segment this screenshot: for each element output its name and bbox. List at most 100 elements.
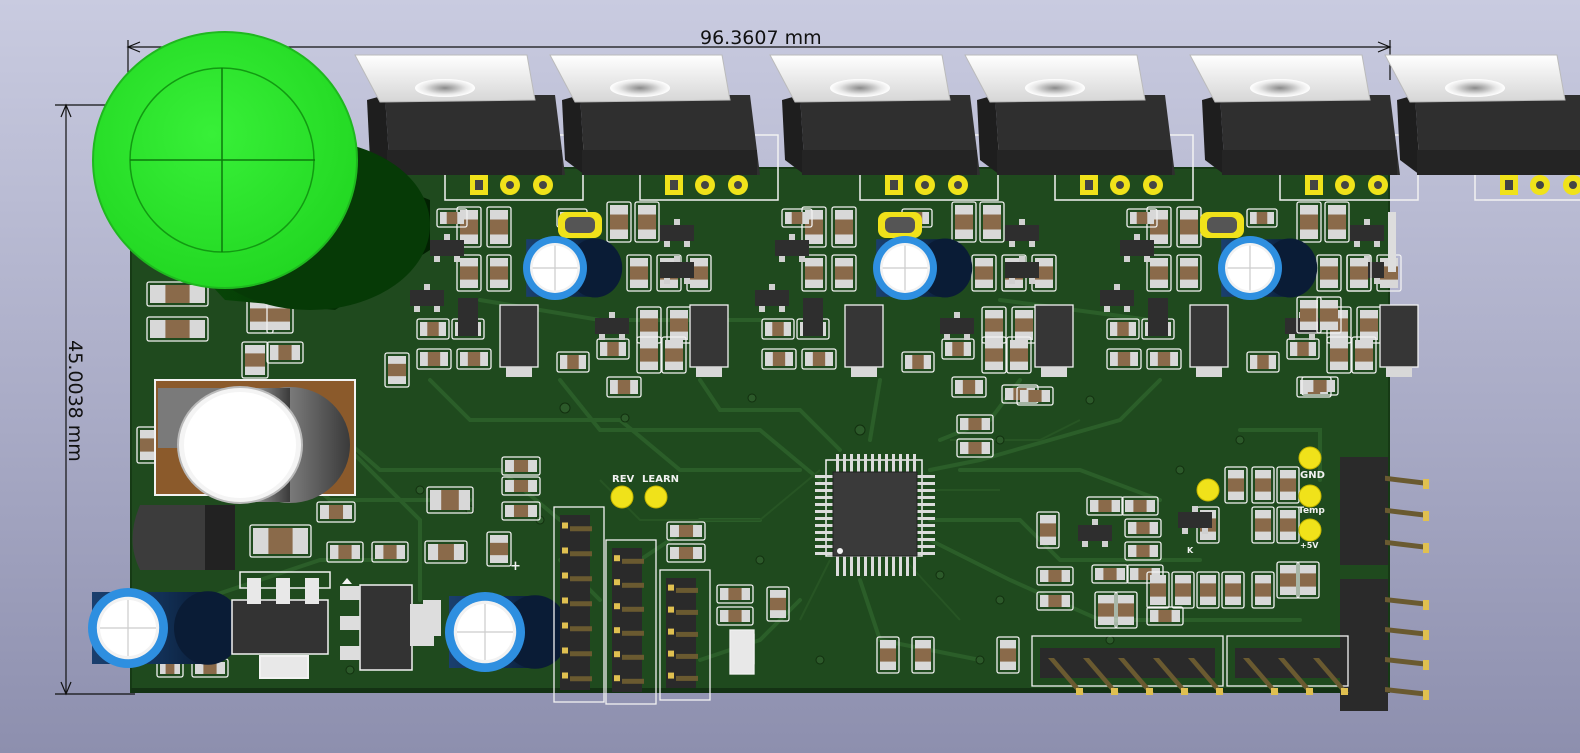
mosfet xyxy=(1384,54,1580,201)
smd-passive xyxy=(1246,208,1278,228)
smd-passive xyxy=(501,476,541,496)
smd-passive xyxy=(951,201,977,243)
mosfet xyxy=(549,54,779,201)
smd-passive xyxy=(426,486,474,514)
mosfet xyxy=(964,54,1194,201)
voltage-regulator xyxy=(231,571,434,679)
smd-passive xyxy=(971,254,997,292)
pin-header-5 xyxy=(659,569,711,701)
smd-passive xyxy=(486,206,512,248)
pin-headers xyxy=(553,457,1429,711)
smd-passive xyxy=(1124,518,1162,538)
smd-passive xyxy=(1114,591,1138,629)
smd-passive xyxy=(801,206,827,248)
smd-passive xyxy=(436,208,468,228)
silk-polarity: + xyxy=(510,559,521,574)
sot23-transistor xyxy=(1120,234,1154,262)
silk-rev: REV xyxy=(612,474,635,485)
smd-passive xyxy=(716,584,754,604)
smd-passive xyxy=(1171,571,1195,609)
to92-regulator xyxy=(132,505,235,570)
smd-passive xyxy=(1124,541,1162,561)
smd-passive xyxy=(761,318,795,340)
blue-capacitor xyxy=(523,236,623,300)
silk-gnd: GND xyxy=(1300,470,1325,481)
smd-passive xyxy=(766,586,790,622)
smd-passive xyxy=(1316,254,1342,292)
smd-passive xyxy=(1086,496,1124,516)
smd-passive xyxy=(1146,571,1170,609)
smd-passive xyxy=(1296,561,1320,599)
smd-passive xyxy=(1106,318,1140,340)
sot23-transistor xyxy=(1078,519,1112,547)
smd-passive xyxy=(1296,296,1322,334)
mosfet xyxy=(1189,54,1419,201)
smd-passive xyxy=(241,341,269,379)
height-dimension-label: 45.0038 mm xyxy=(64,340,86,462)
smd-passive xyxy=(1286,338,1320,360)
smd-passive xyxy=(316,501,356,523)
smd-passive xyxy=(876,636,900,674)
smd-passive xyxy=(781,208,813,228)
smd-passive xyxy=(326,541,364,563)
width-dimension-label: 96.3607 mm xyxy=(700,27,822,49)
smd-passive xyxy=(1251,506,1275,544)
test-pads xyxy=(610,446,1322,542)
sot23-transistor xyxy=(1100,284,1134,312)
smd-passive xyxy=(1121,496,1159,516)
dpak-package xyxy=(689,304,729,377)
smd-passive xyxy=(1276,466,1300,504)
smd-passive xyxy=(1221,571,1245,609)
dpak-package xyxy=(844,304,884,377)
blue-capacitor xyxy=(873,236,973,300)
smd-passive xyxy=(596,338,630,360)
pad-gnd xyxy=(1298,446,1322,470)
right-angle-header-4 xyxy=(1340,579,1429,711)
sot23-transistor xyxy=(1005,219,1039,247)
blue-capacitor xyxy=(88,588,242,668)
smd-passive xyxy=(981,306,1007,344)
smd-passive xyxy=(761,348,797,370)
sot23-transistor xyxy=(595,312,629,340)
silver-capacitor xyxy=(154,379,356,504)
mosfet-row xyxy=(354,54,1580,201)
pin-header-6 xyxy=(605,539,657,705)
smd-passive xyxy=(1006,336,1032,374)
smd-passive xyxy=(686,254,712,292)
smd-passive xyxy=(1031,254,1057,292)
silk-learn: LEARN xyxy=(642,474,680,485)
smd-passive xyxy=(1091,564,1129,584)
smd-passive xyxy=(801,348,837,370)
sot23-transistor xyxy=(940,312,974,340)
silk-temp: Temp xyxy=(1298,506,1325,516)
smd-passive xyxy=(501,501,541,521)
smd-passive xyxy=(661,336,687,374)
smd-passive xyxy=(981,336,1007,374)
smd-passive xyxy=(1276,561,1300,599)
smd-passive xyxy=(1301,376,1339,396)
smd-passive xyxy=(371,541,409,563)
mosfet xyxy=(354,54,584,201)
smd-passive xyxy=(956,438,994,458)
smd-passive xyxy=(634,201,660,243)
sot23-transistor xyxy=(660,219,694,247)
blue-capacitor xyxy=(445,592,569,672)
smd-passive xyxy=(191,658,229,678)
smd-passive xyxy=(1224,466,1248,504)
smd-passive xyxy=(636,336,662,374)
smd-passive xyxy=(606,376,642,398)
smd-passive xyxy=(1146,206,1172,248)
smd-passive xyxy=(1196,571,1220,609)
smd-passive xyxy=(486,531,512,567)
smd-passive xyxy=(1036,591,1074,611)
dpak-package xyxy=(1189,304,1229,377)
smd-passive xyxy=(1146,606,1184,626)
smd-passive xyxy=(666,543,706,563)
smd-passive xyxy=(1296,201,1322,243)
sot23-transistor xyxy=(1350,219,1384,247)
smd-passive xyxy=(1316,296,1342,334)
mosfet xyxy=(769,54,999,201)
smd-passive xyxy=(1276,506,1300,544)
